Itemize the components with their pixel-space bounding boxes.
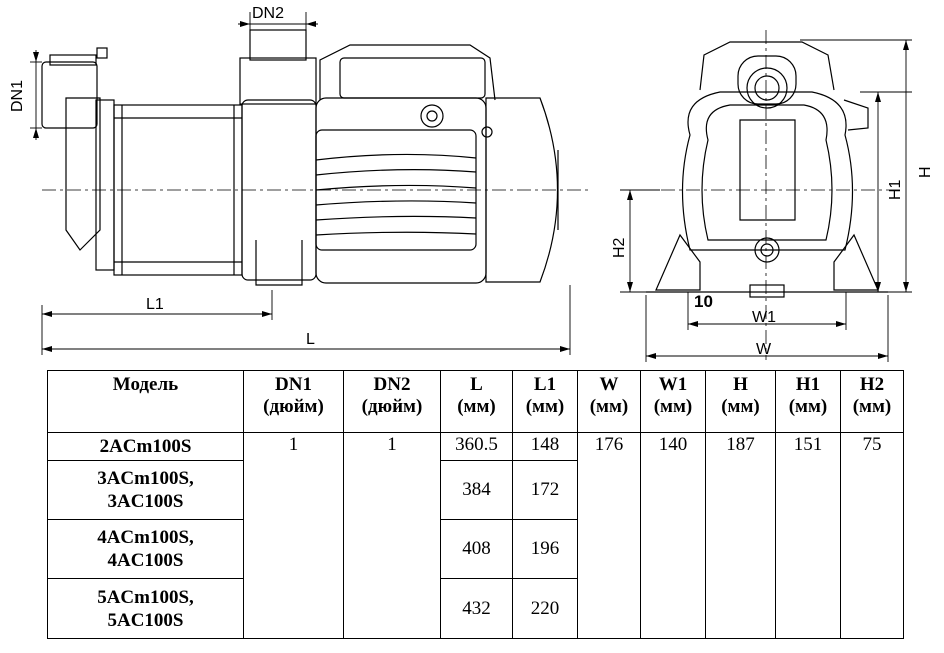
h1-value: 151 xyxy=(775,432,841,639)
model-cell: 4ACm100S,4AC100S xyxy=(47,519,244,579)
pump-front-view xyxy=(636,30,900,360)
h2-label: H2 xyxy=(611,237,628,258)
model-cell: 2ACm100S xyxy=(47,432,244,461)
dn2-label: DN2 xyxy=(252,5,284,22)
w1-value: 140 xyxy=(640,432,706,639)
l-value: 408 xyxy=(440,519,513,579)
l1-value: 172 xyxy=(512,460,578,520)
header-dn2: DN2(дюйм) xyxy=(343,370,441,433)
model-cell: 3ACm100S,3AC100S xyxy=(47,460,244,520)
header-l1: L1(мм) xyxy=(512,370,578,433)
header-w1: W1(мм) xyxy=(640,370,706,433)
header-l: L(мм) xyxy=(440,370,513,433)
header-h: H(мм) xyxy=(705,370,776,433)
table-row: 2ACm100S 1 1 360.5 148 176 140 187 151 7… xyxy=(47,432,904,639)
w1-label: W1 xyxy=(752,309,776,326)
l1-value: 220 xyxy=(512,578,578,639)
l-value: 360.5 xyxy=(440,432,513,461)
header-model: Модель xyxy=(47,370,244,433)
header-h1: H1(мм) xyxy=(775,370,841,433)
l-value: 432 xyxy=(440,578,513,639)
h-value: 187 xyxy=(705,432,776,639)
table-header-row: Модель DN1(дюйм) DN2(дюйм) L(мм) L1(мм) … xyxy=(47,370,904,433)
side-view-dimensions xyxy=(30,12,571,355)
l-value: 384 xyxy=(440,460,513,520)
h2-value: 75 xyxy=(840,432,904,639)
l1-value: 148 xyxy=(512,432,578,461)
header-h2: H2(мм) xyxy=(840,370,904,433)
front-view-dimensions xyxy=(620,39,912,362)
h1-label: H1 xyxy=(887,179,904,200)
model-cell: 5ACm100S,5AC100S xyxy=(47,578,244,639)
pump-side-view xyxy=(41,29,590,286)
table-row: 3ACm100S,3AC100S 384 172 xyxy=(47,460,904,520)
pump-technical-drawing: DN2 DN1 L1 L xyxy=(9,5,934,362)
dn1-label: DN1 xyxy=(9,80,26,112)
specification-table: Модель DN1(дюйм) DN2(дюйм) L(мм) L1(мм) … xyxy=(47,370,904,639)
annotation-10: 10 xyxy=(694,292,713,311)
side-view-arrowheads xyxy=(33,21,570,352)
w-label: W xyxy=(756,341,772,358)
w-value: 176 xyxy=(577,432,641,639)
table-row: 5ACm100S,5AC100S 432 220 xyxy=(47,578,904,639)
front-view-arrowheads xyxy=(627,40,909,359)
table-row: 4ACm100S,4AC100S 408 196 xyxy=(47,519,904,579)
l-label: L xyxy=(306,331,315,348)
dn1-value: 1 xyxy=(243,432,344,639)
l1-label: L1 xyxy=(146,296,164,313)
l1-value: 196 xyxy=(512,519,578,579)
header-w: W(мм) xyxy=(577,370,641,433)
h-label: H xyxy=(917,166,934,178)
dn2-value: 1 xyxy=(343,432,441,639)
header-dn1: DN1(дюйм) xyxy=(243,370,344,433)
